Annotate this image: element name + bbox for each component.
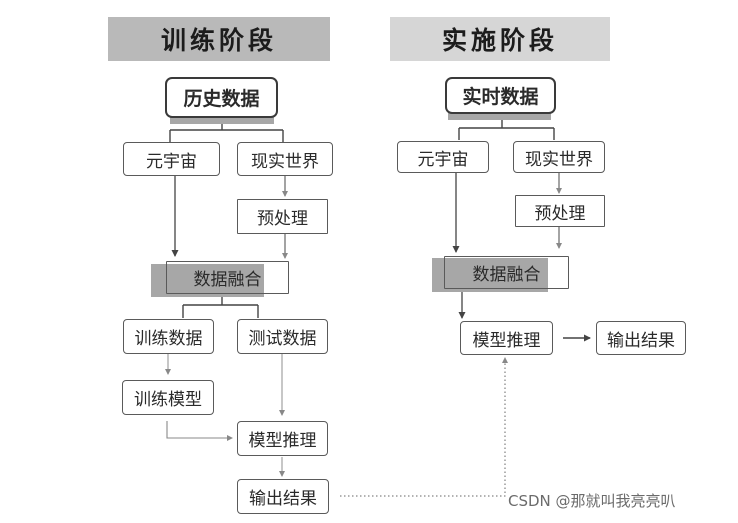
history-data-node: 历史数据	[165, 77, 278, 118]
train-preprocess-node: 预处理	[237, 199, 328, 234]
deploy-preprocess-node: 预处理	[515, 195, 605, 227]
training-stage-banner: 训练阶段	[108, 17, 330, 61]
train-split-fusion	[182, 294, 259, 318]
train-arrow-model-inference	[166, 421, 233, 441]
csdn-watermark: CSDN @那就叫我亮亮叭	[508, 492, 676, 510]
deploy-output-result-node: 输出结果	[596, 321, 686, 355]
test-data-node: 测试数据	[237, 319, 328, 354]
deploy-data-fusion-node: 数据融合	[444, 256, 569, 289]
train-model-inference-node: 模型推理	[237, 421, 328, 456]
train-fusion-shadow	[151, 264, 264, 297]
train-data-node: 训练数据	[123, 319, 214, 354]
train-model-node: 训练模型	[122, 380, 214, 415]
dotted-link-output-to-inference	[340, 357, 508, 497]
deploy-model-inference-node: 模型推理	[460, 321, 553, 355]
realtime-data-node: 实时数据	[445, 77, 556, 114]
train-output-result-node: 输出结果	[237, 479, 329, 514]
deploy-metaverse-node: 元宇宙	[397, 141, 489, 173]
deploy-real-world-node: 现实世界	[513, 141, 605, 173]
train-metaverse-node: 元宇宙	[123, 142, 220, 176]
train-real-world-node: 现实世界	[237, 142, 333, 176]
deployment-stage-banner: 实施阶段	[390, 17, 610, 61]
train-data-fusion-node: 数据融合	[166, 261, 289, 294]
deploy-fusion-shadow	[432, 258, 548, 292]
